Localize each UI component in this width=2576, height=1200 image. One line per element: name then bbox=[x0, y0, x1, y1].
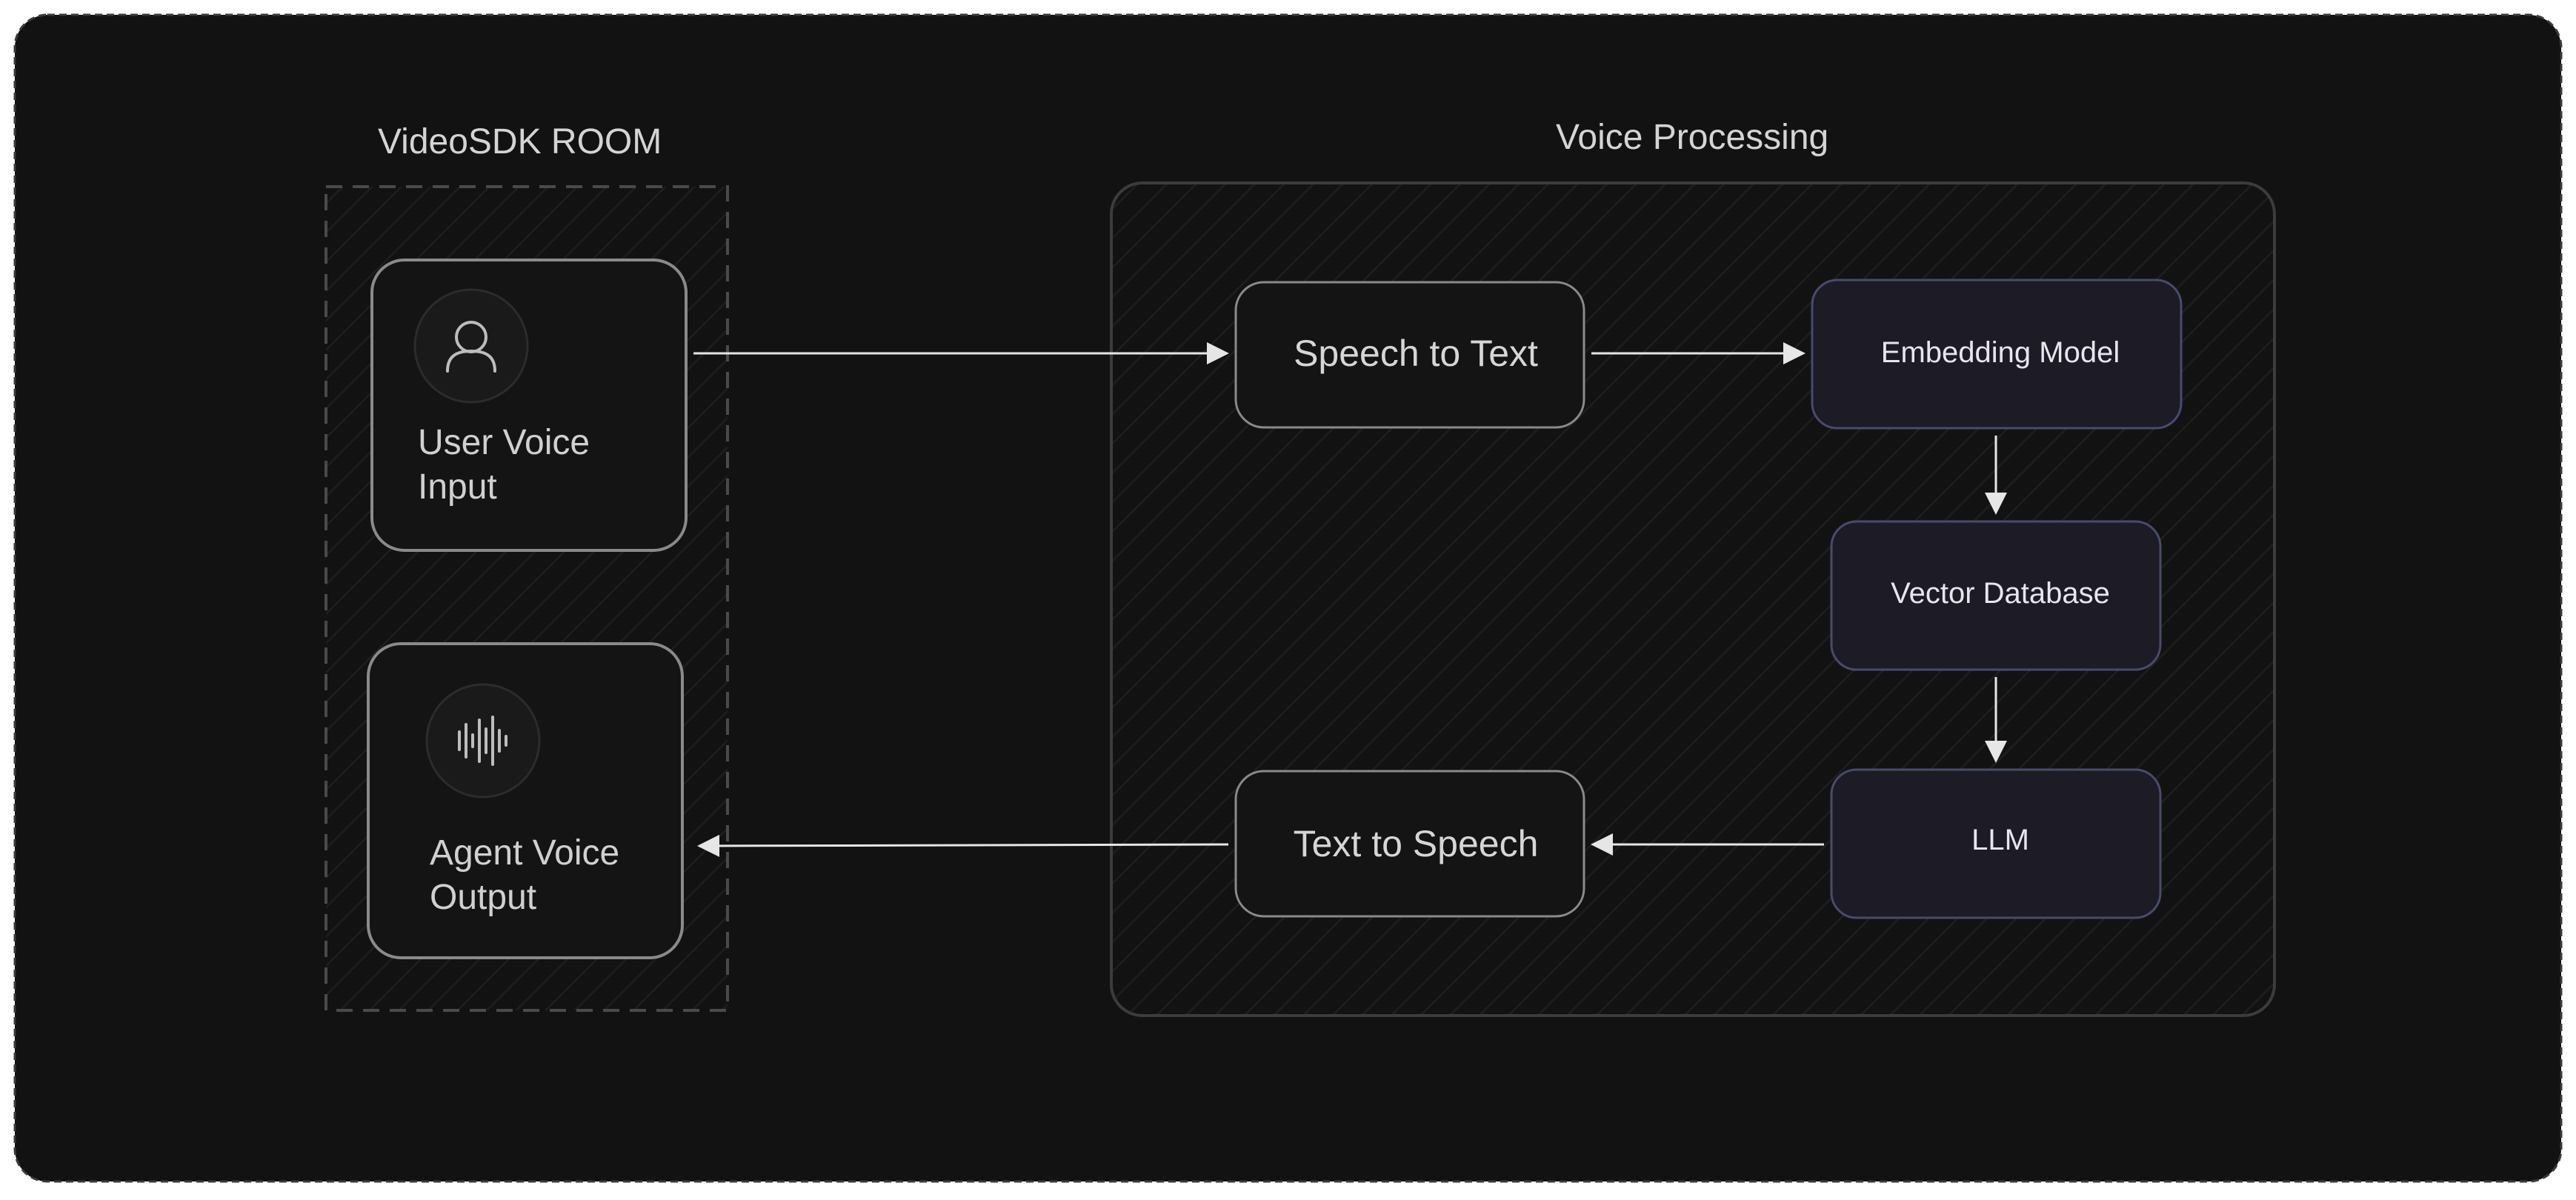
edge-tts-to-output bbox=[697, 834, 1229, 857]
user-icon bbox=[446, 321, 496, 373]
agent-voice-output-label: Agent Voice Output bbox=[430, 833, 620, 917]
user-icon-bg bbox=[413, 288, 529, 404]
llm-label: LLM bbox=[1971, 824, 2029, 856]
text-to-speech-node bbox=[1234, 770, 1585, 918]
embedding-model-node bbox=[1811, 279, 2183, 430]
user-voice-input-label: User Voice Input bbox=[418, 423, 590, 507]
waveform-icon bbox=[458, 716, 507, 766]
speech-to-text-node bbox=[1234, 281, 1585, 429]
llm-node bbox=[1830, 768, 2162, 919]
vector-database-label: Vector Database bbox=[1891, 577, 2110, 610]
waveform-icon-bg bbox=[425, 683, 541, 799]
vector-database-node bbox=[1830, 520, 2162, 671]
embedding-model-label: Embedding Model bbox=[1880, 336, 2120, 369]
room-group-title: VideoSDK ROOM bbox=[378, 122, 662, 161]
processing-group-title: Voice Processing bbox=[1556, 118, 1829, 157]
text-to-speech-label: Text to Speech bbox=[1293, 823, 1539, 864]
speech-to-text-label: Speech to Text bbox=[1294, 333, 1538, 374]
